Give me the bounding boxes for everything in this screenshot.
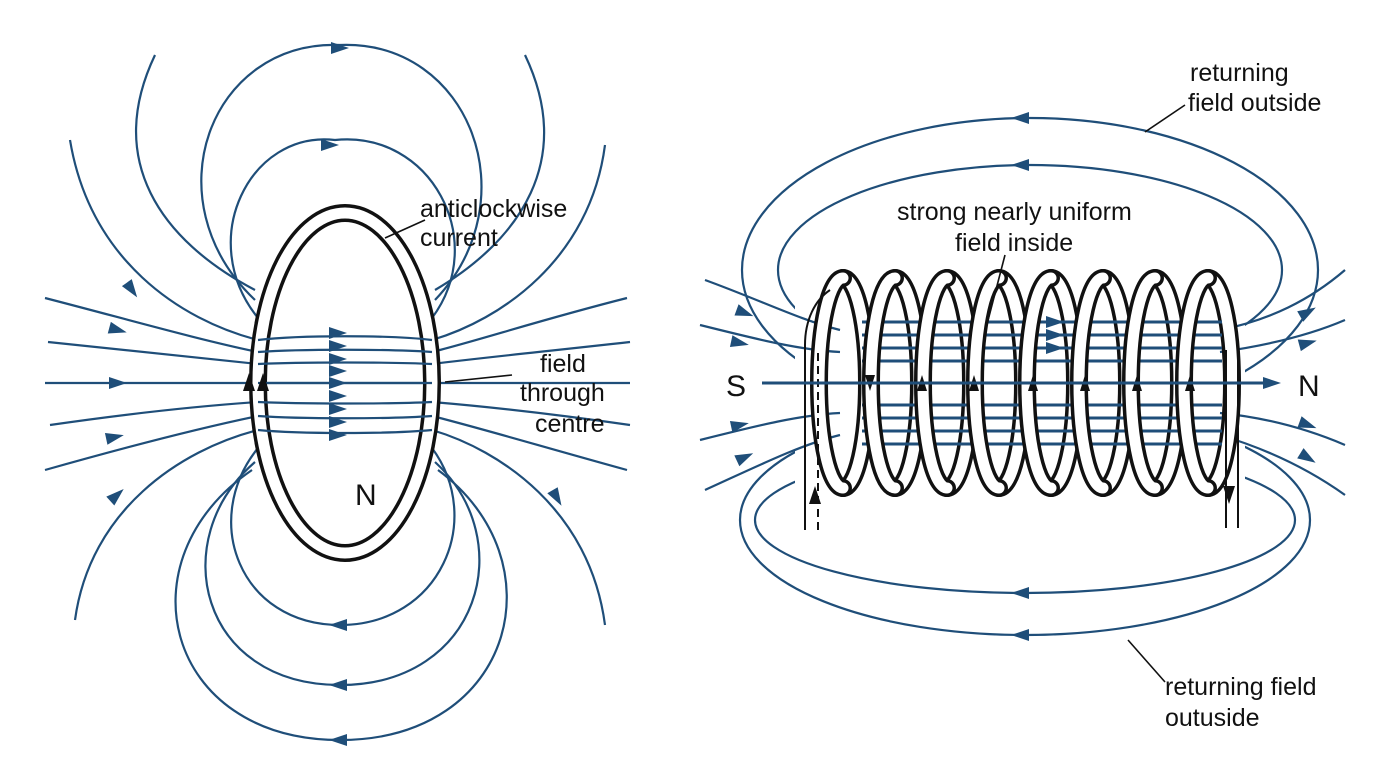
field-arrow-icon	[1046, 316, 1064, 328]
loop-field-line	[431, 414, 628, 472]
loop-inner-line	[257, 335, 433, 342]
field-label-line-2: through	[520, 379, 605, 407]
field-arrow-icon	[106, 488, 124, 506]
solenoid-arrows	[729, 112, 1317, 641]
loop-north-pole-label: N	[355, 479, 377, 512]
field-arrow-icon	[734, 453, 754, 467]
current-arrow-icon	[243, 373, 255, 391]
lead-wire	[804, 289, 831, 530]
loop-field-line	[431, 296, 628, 354]
field-arrow-icon	[734, 304, 754, 317]
field-arrow-icon	[1297, 339, 1317, 352]
loop-inner-line	[257, 414, 433, 420]
field-label-leader	[444, 374, 513, 383]
bottom-label-line-1: returning field	[1165, 673, 1316, 701]
field-label-line-1: field	[540, 350, 586, 378]
current-label-line-1: anticlockwise	[420, 195, 567, 223]
field-arrow-icon	[1046, 342, 1064, 354]
top-label-line-1: returning	[1190, 59, 1289, 87]
field-arrow-icon	[729, 421, 749, 433]
loop-field-line	[47, 340, 259, 366]
loop-field-line	[431, 340, 631, 366]
field-arrow-icon	[729, 335, 749, 347]
loop-field-line	[200, 43, 483, 301]
loop-field-line	[44, 296, 259, 354]
field-arrow-icon	[329, 340, 347, 352]
field-arrow-icon	[329, 429, 347, 441]
current-arrow-icon	[809, 486, 821, 504]
loop-inner-line	[257, 428, 433, 435]
solenoid-diagram: returning field outside strong nearly un…	[699, 59, 1346, 732]
field-arrow-icon	[1297, 448, 1316, 463]
field-arrow-icon	[104, 433, 124, 445]
loop-diagram: anticlockwise current field through cent…	[44, 42, 631, 746]
field-arrow-icon	[329, 365, 347, 377]
loop-field-line	[431, 144, 607, 342]
loop-field-line	[431, 428, 607, 626]
field-arrow-icon	[329, 403, 347, 415]
loop-field-line	[73, 428, 259, 621]
loop-arrows	[104, 42, 562, 746]
loop-inner-line	[257, 348, 433, 354]
current-label-leader	[384, 219, 426, 239]
field-arrow-icon	[1011, 587, 1029, 599]
loop-field-line	[434, 54, 546, 291]
loop-field-lines-bottom	[44, 400, 631, 742]
current-label-line-2: current	[420, 224, 498, 252]
loop-field-lines-inside	[257, 335, 433, 435]
loop-field-line	[135, 54, 256, 291]
field-label-line-3: centre	[535, 410, 604, 438]
field-arrow-icon	[329, 390, 347, 402]
field-arrow-icon	[1297, 416, 1317, 429]
field-arrow-icon	[329, 353, 347, 365]
inside-label-line-1: strong nearly uniform	[897, 198, 1132, 226]
loop-field-line	[49, 400, 259, 427]
field-arrow-icon	[329, 619, 347, 631]
field-arrow-icon	[109, 377, 127, 389]
top-label-leader	[1144, 104, 1186, 133]
field-arrow-icon	[331, 42, 349, 54]
field-arrow-icon	[547, 487, 562, 506]
field-arrow-icon	[107, 321, 127, 334]
loop-field-line	[44, 414, 259, 472]
solenoid-north-pole-label: N	[1298, 370, 1320, 403]
field-arrow-icon	[1011, 159, 1029, 171]
field-arrow-icon	[1011, 112, 1029, 124]
current-arrow-icon	[257, 373, 269, 391]
inside-label-leader	[984, 254, 1006, 333]
loop-field-line	[174, 469, 508, 742]
field-arrow-icon	[329, 416, 347, 428]
field-arrow-icon	[329, 679, 347, 691]
field-arrow-icon	[1297, 307, 1316, 322]
field-arrow-icon	[1046, 329, 1064, 341]
solenoid-south-pole-label: S	[726, 370, 746, 403]
top-label-line-2: field outside	[1188, 89, 1321, 117]
field-arrow-icon	[329, 734, 347, 746]
field-arrow-icon	[121, 279, 138, 298]
inside-label-line-2: field inside	[955, 229, 1073, 257]
bottom-label-leader	[1127, 639, 1166, 683]
current-arrow-icon	[1223, 486, 1235, 504]
field-arrow-icon	[321, 139, 339, 151]
field-arrow-icon	[1263, 377, 1281, 389]
field-arrow-icon	[329, 377, 347, 389]
loop-field-line	[229, 138, 456, 319]
field-arrow-icon	[329, 327, 347, 339]
loop-inner-line	[257, 361, 433, 366]
loop-inner-line	[257, 400, 433, 405]
bottom-label-line-2: outuside	[1165, 704, 1260, 732]
loop-field-line	[68, 139, 259, 342]
loop-field-line	[431, 400, 631, 427]
field-arrow-icon	[1011, 629, 1029, 641]
